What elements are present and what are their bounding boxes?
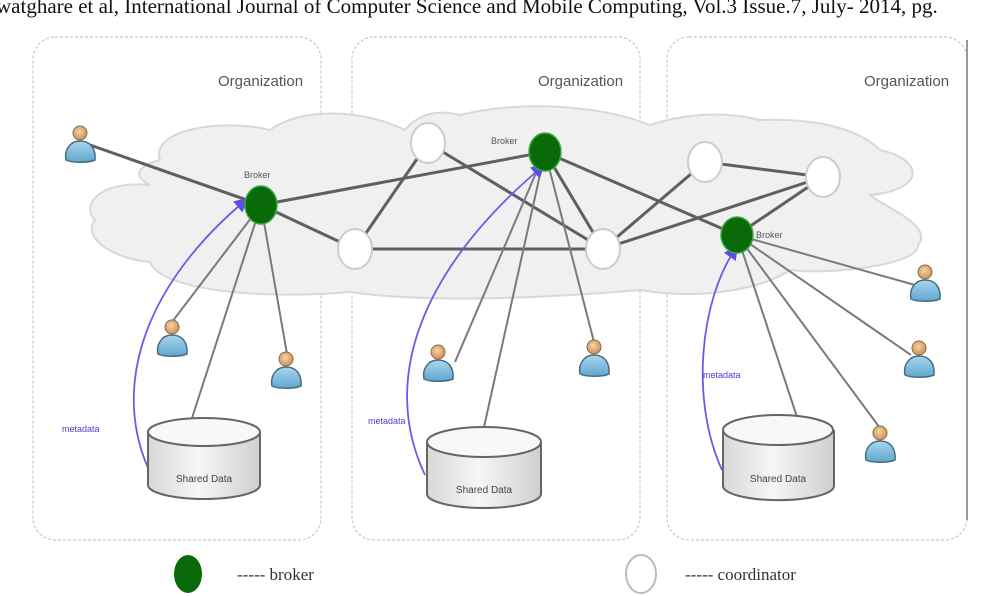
metadata-arrow-1 bbox=[132, 197, 249, 469]
network-edges bbox=[89, 141, 824, 251]
database-label-1: Shared Data bbox=[176, 474, 233, 485]
database-2: Shared Data bbox=[426, 426, 542, 509]
metadata-label-2: metadata bbox=[368, 416, 406, 426]
broker-node-1 bbox=[244, 185, 278, 225]
citation-header: watghare et al, International Journal of… bbox=[0, 0, 938, 18]
edge bbox=[544, 151, 595, 343]
edge bbox=[89, 143, 262, 207]
edge bbox=[602, 175, 824, 251]
edge bbox=[191, 204, 262, 419]
broker-node-3 bbox=[720, 216, 754, 254]
database-label-2: Shared Data bbox=[456, 485, 513, 496]
edge bbox=[353, 142, 430, 250]
coordinator-node bbox=[805, 156, 841, 198]
edge bbox=[704, 160, 824, 179]
legend-coordinator-label: ----- coordinator bbox=[685, 565, 796, 584]
edge bbox=[427, 141, 604, 251]
broker-label-1: Broker bbox=[244, 170, 271, 180]
local-edges bbox=[171, 151, 916, 429]
legend: ----- broker ----- coordinator bbox=[174, 554, 796, 594]
legend-broker-label: ----- broker bbox=[237, 565, 314, 584]
coordinator-node bbox=[410, 122, 446, 164]
edge bbox=[260, 204, 288, 355]
broker-node-2 bbox=[528, 132, 562, 172]
edge bbox=[736, 234, 916, 286]
org-title-3: Organization bbox=[864, 73, 949, 90]
legend-coordinator-icon bbox=[625, 554, 657, 594]
database-1: Shared Data bbox=[147, 417, 261, 500]
legend-broker-icon bbox=[174, 555, 202, 593]
edge bbox=[736, 234, 881, 429]
coordinator-node bbox=[585, 228, 621, 270]
metadata-arrow-2 bbox=[406, 163, 546, 476]
coordinator-node bbox=[337, 228, 373, 270]
database-label-3: Shared Data bbox=[750, 474, 807, 485]
broker-label-2: Broker bbox=[491, 136, 518, 146]
broker-label-3: Broker bbox=[756, 230, 783, 240]
org-title-1: Organization bbox=[218, 73, 303, 90]
edge bbox=[454, 151, 546, 363]
org-title-2: Organization bbox=[538, 73, 623, 90]
edge bbox=[602, 160, 706, 251]
database-3: Shared Data bbox=[722, 414, 835, 502]
edge bbox=[736, 234, 912, 356]
metadata-label-1: metadata bbox=[62, 424, 100, 434]
edge bbox=[736, 234, 798, 418]
coordinator-node bbox=[687, 141, 723, 183]
metadata-label-3: metadata bbox=[703, 370, 741, 380]
metadata-arrow-3 bbox=[701, 245, 739, 471]
edge bbox=[483, 151, 546, 428]
edge bbox=[544, 150, 738, 237]
edge bbox=[171, 204, 262, 323]
